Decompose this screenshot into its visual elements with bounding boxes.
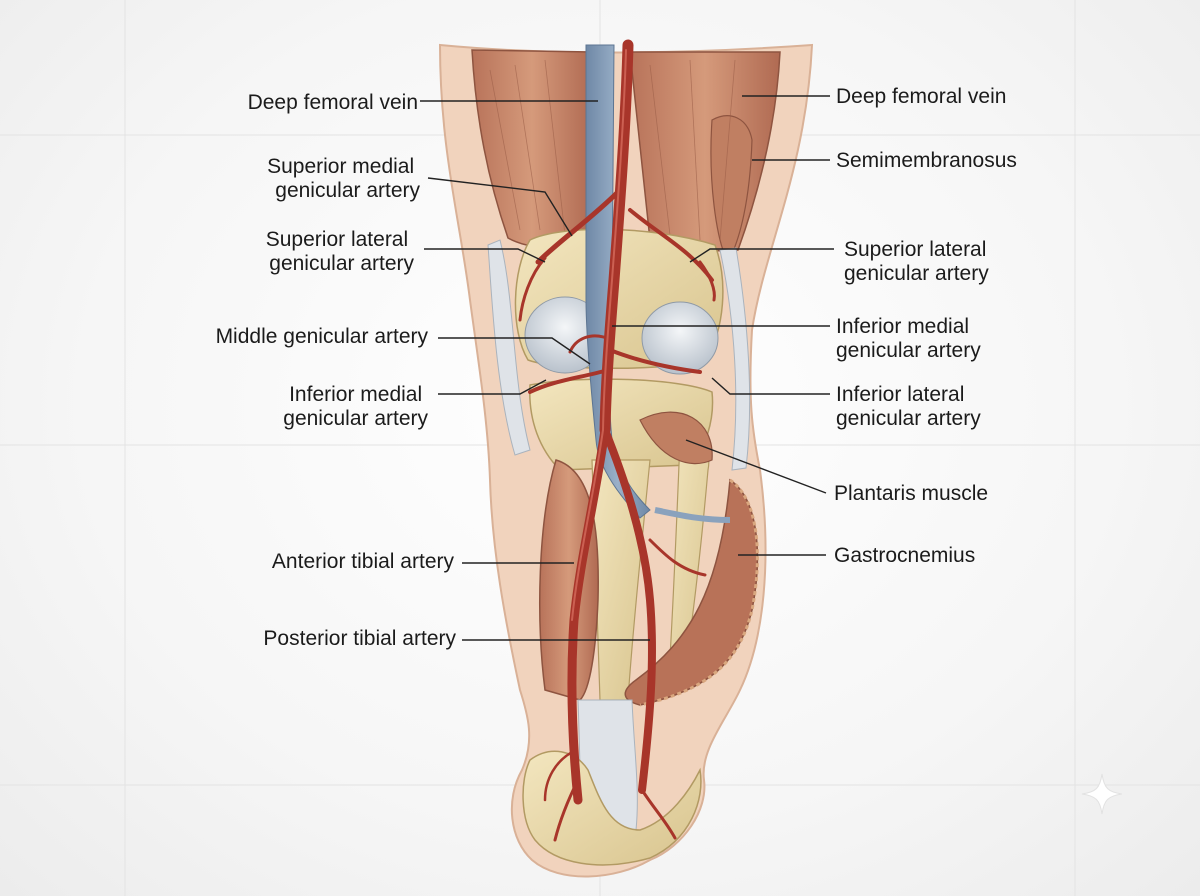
label-deep-femoral-vein-left: Deep femoral vein: [248, 91, 418, 114]
label-inferior-medial-genicular-artery-right: Inferior medial genicular artery: [836, 315, 981, 362]
artery-network: [518, 39, 716, 842]
labels-right: Deep femoral vein Semimembranosus Superi…: [834, 85, 1017, 567]
label-gastrocnemius: Gastrocnemius: [834, 544, 975, 567]
label-middle-genicular-artery: Middle genicular artery: [216, 325, 429, 348]
label-semimembranosus: Semimembranosus: [836, 149, 1017, 172]
label-superior-medial-genicular-artery: Superior medial genicular artery: [267, 155, 420, 202]
vein-branch: [654, 507, 731, 523]
label-superior-lateral-genicular-artery-left: Superior lateral genicular artery: [266, 228, 415, 275]
label-plantaris-muscle: Plantaris muscle: [834, 482, 988, 505]
label-anterior-tibial-artery: Anterior tibial artery: [272, 550, 455, 573]
ankle-bones: [522, 750, 702, 866]
leader-lines: [420, 95, 834, 641]
label-posterior-tibial-artery: Posterior tibial artery: [263, 627, 456, 650]
lateral-tendon: [719, 247, 751, 471]
label-inferior-lateral-genicular-artery: Inferior lateral genicular artery: [836, 383, 981, 430]
knee-illustration: [438, 39, 814, 878]
medial-tendon: [487, 239, 531, 456]
gastrocnemius-cut-edge: [639, 478, 759, 707]
label-superior-lateral-genicular-artery-right: Superior lateral genicular artery: [844, 238, 992, 285]
label-inferior-medial-genicular-artery-left: Inferior medial genicular artery: [283, 383, 428, 430]
sparkle-icon: [1081, 773, 1123, 815]
label-deep-femoral-vein-right: Deep femoral vein: [836, 85, 1006, 108]
lateral-condyle-cartilage: [641, 301, 719, 375]
labels-left: Deep femoral vein Superior medial genicu…: [216, 91, 457, 650]
plantaris-muscle-shape: [639, 411, 713, 465]
